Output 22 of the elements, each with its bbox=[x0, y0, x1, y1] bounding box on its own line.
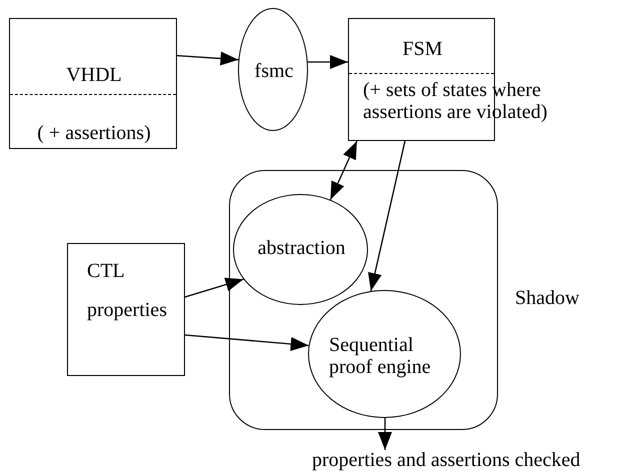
node-text: properties bbox=[87, 300, 167, 320]
process-ellipse bbox=[238, 8, 308, 131]
node-title: FSM bbox=[401, 39, 444, 59]
arrow bbox=[378, 418, 392, 450]
arrow bbox=[176, 52, 238, 66]
output-label: properties and assertions checked bbox=[312, 450, 580, 470]
node-title: VHDL bbox=[65, 65, 123, 85]
process-ellipse bbox=[233, 194, 368, 305]
arrow bbox=[308, 55, 348, 69]
arrow bbox=[184, 278, 244, 298]
node-text: ( + assertions) bbox=[36, 123, 152, 143]
node-title: fsmc bbox=[254, 61, 294, 81]
input-box bbox=[67, 243, 185, 376]
node-title: Sequential proof engine bbox=[329, 334, 432, 378]
node-title: abstraction bbox=[256, 238, 346, 258]
node-title: Shadow bbox=[515, 288, 580, 308]
process-ellipse bbox=[308, 290, 461, 418]
arrow bbox=[368, 140, 406, 292]
arrow bbox=[330, 140, 358, 200]
node-title: CTL bbox=[87, 261, 125, 281]
arrow bbox=[184, 334, 309, 351]
process-box bbox=[9, 18, 177, 149]
